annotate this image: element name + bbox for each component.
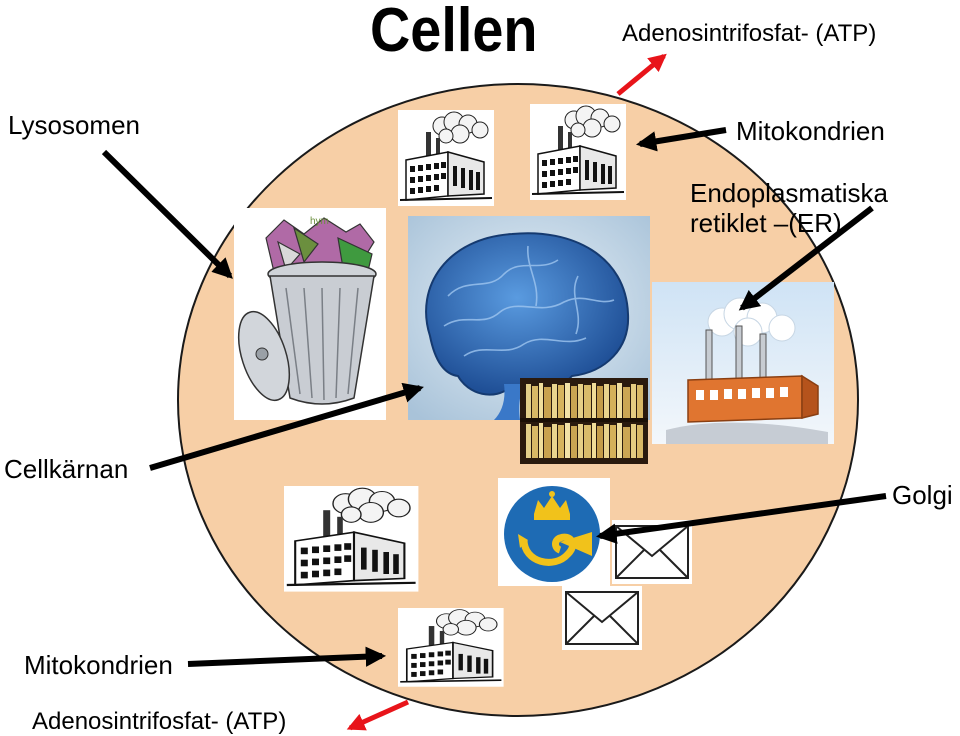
arrow-atp-top [616,53,667,96]
atp-arrows [346,53,667,731]
label-cellkarnan: Cellkärnan [4,454,129,484]
page-title: Cellen [370,0,538,65]
bookshelf-icon [520,378,648,464]
arrow-atp-bottom [346,699,410,731]
arrow-mitokondrien-bottom [187,646,387,667]
label-er-line1: Endoplasmatiska [690,178,888,208]
arrow-golgi [595,493,887,544]
label-mitokondrien-top: Mitokondrien [736,116,885,146]
envelope-icon [561,585,643,651]
label-atp-top: Adenosintrifosfat- (ATP) [622,20,877,47]
post-horn-icon [498,478,610,586]
pointer-arrows [101,127,887,667]
arrow-lysosomen [101,149,233,279]
label-lysosomen: Lysosomen [8,110,140,140]
label-mitokondrien-bottom: Mitokondrien [24,650,173,680]
factory-building-icon [529,103,627,201]
trash-tag: hym [310,216,329,227]
arrow-er [738,205,874,311]
factory-building-icon [282,484,420,593]
label-er-line2: retiklet –(ER) [690,208,842,238]
label-atp-bottom: Adenosintrifosfat- (ATP) [32,708,287,735]
arrow-cellkarnan [149,382,424,471]
factory-building-icon [397,109,495,207]
trash-can-icon: hym [234,208,386,420]
arrow-mitokondrien-top [635,127,727,152]
label-golgi: Golgi [892,480,953,510]
factory-building-icon [396,606,505,688]
